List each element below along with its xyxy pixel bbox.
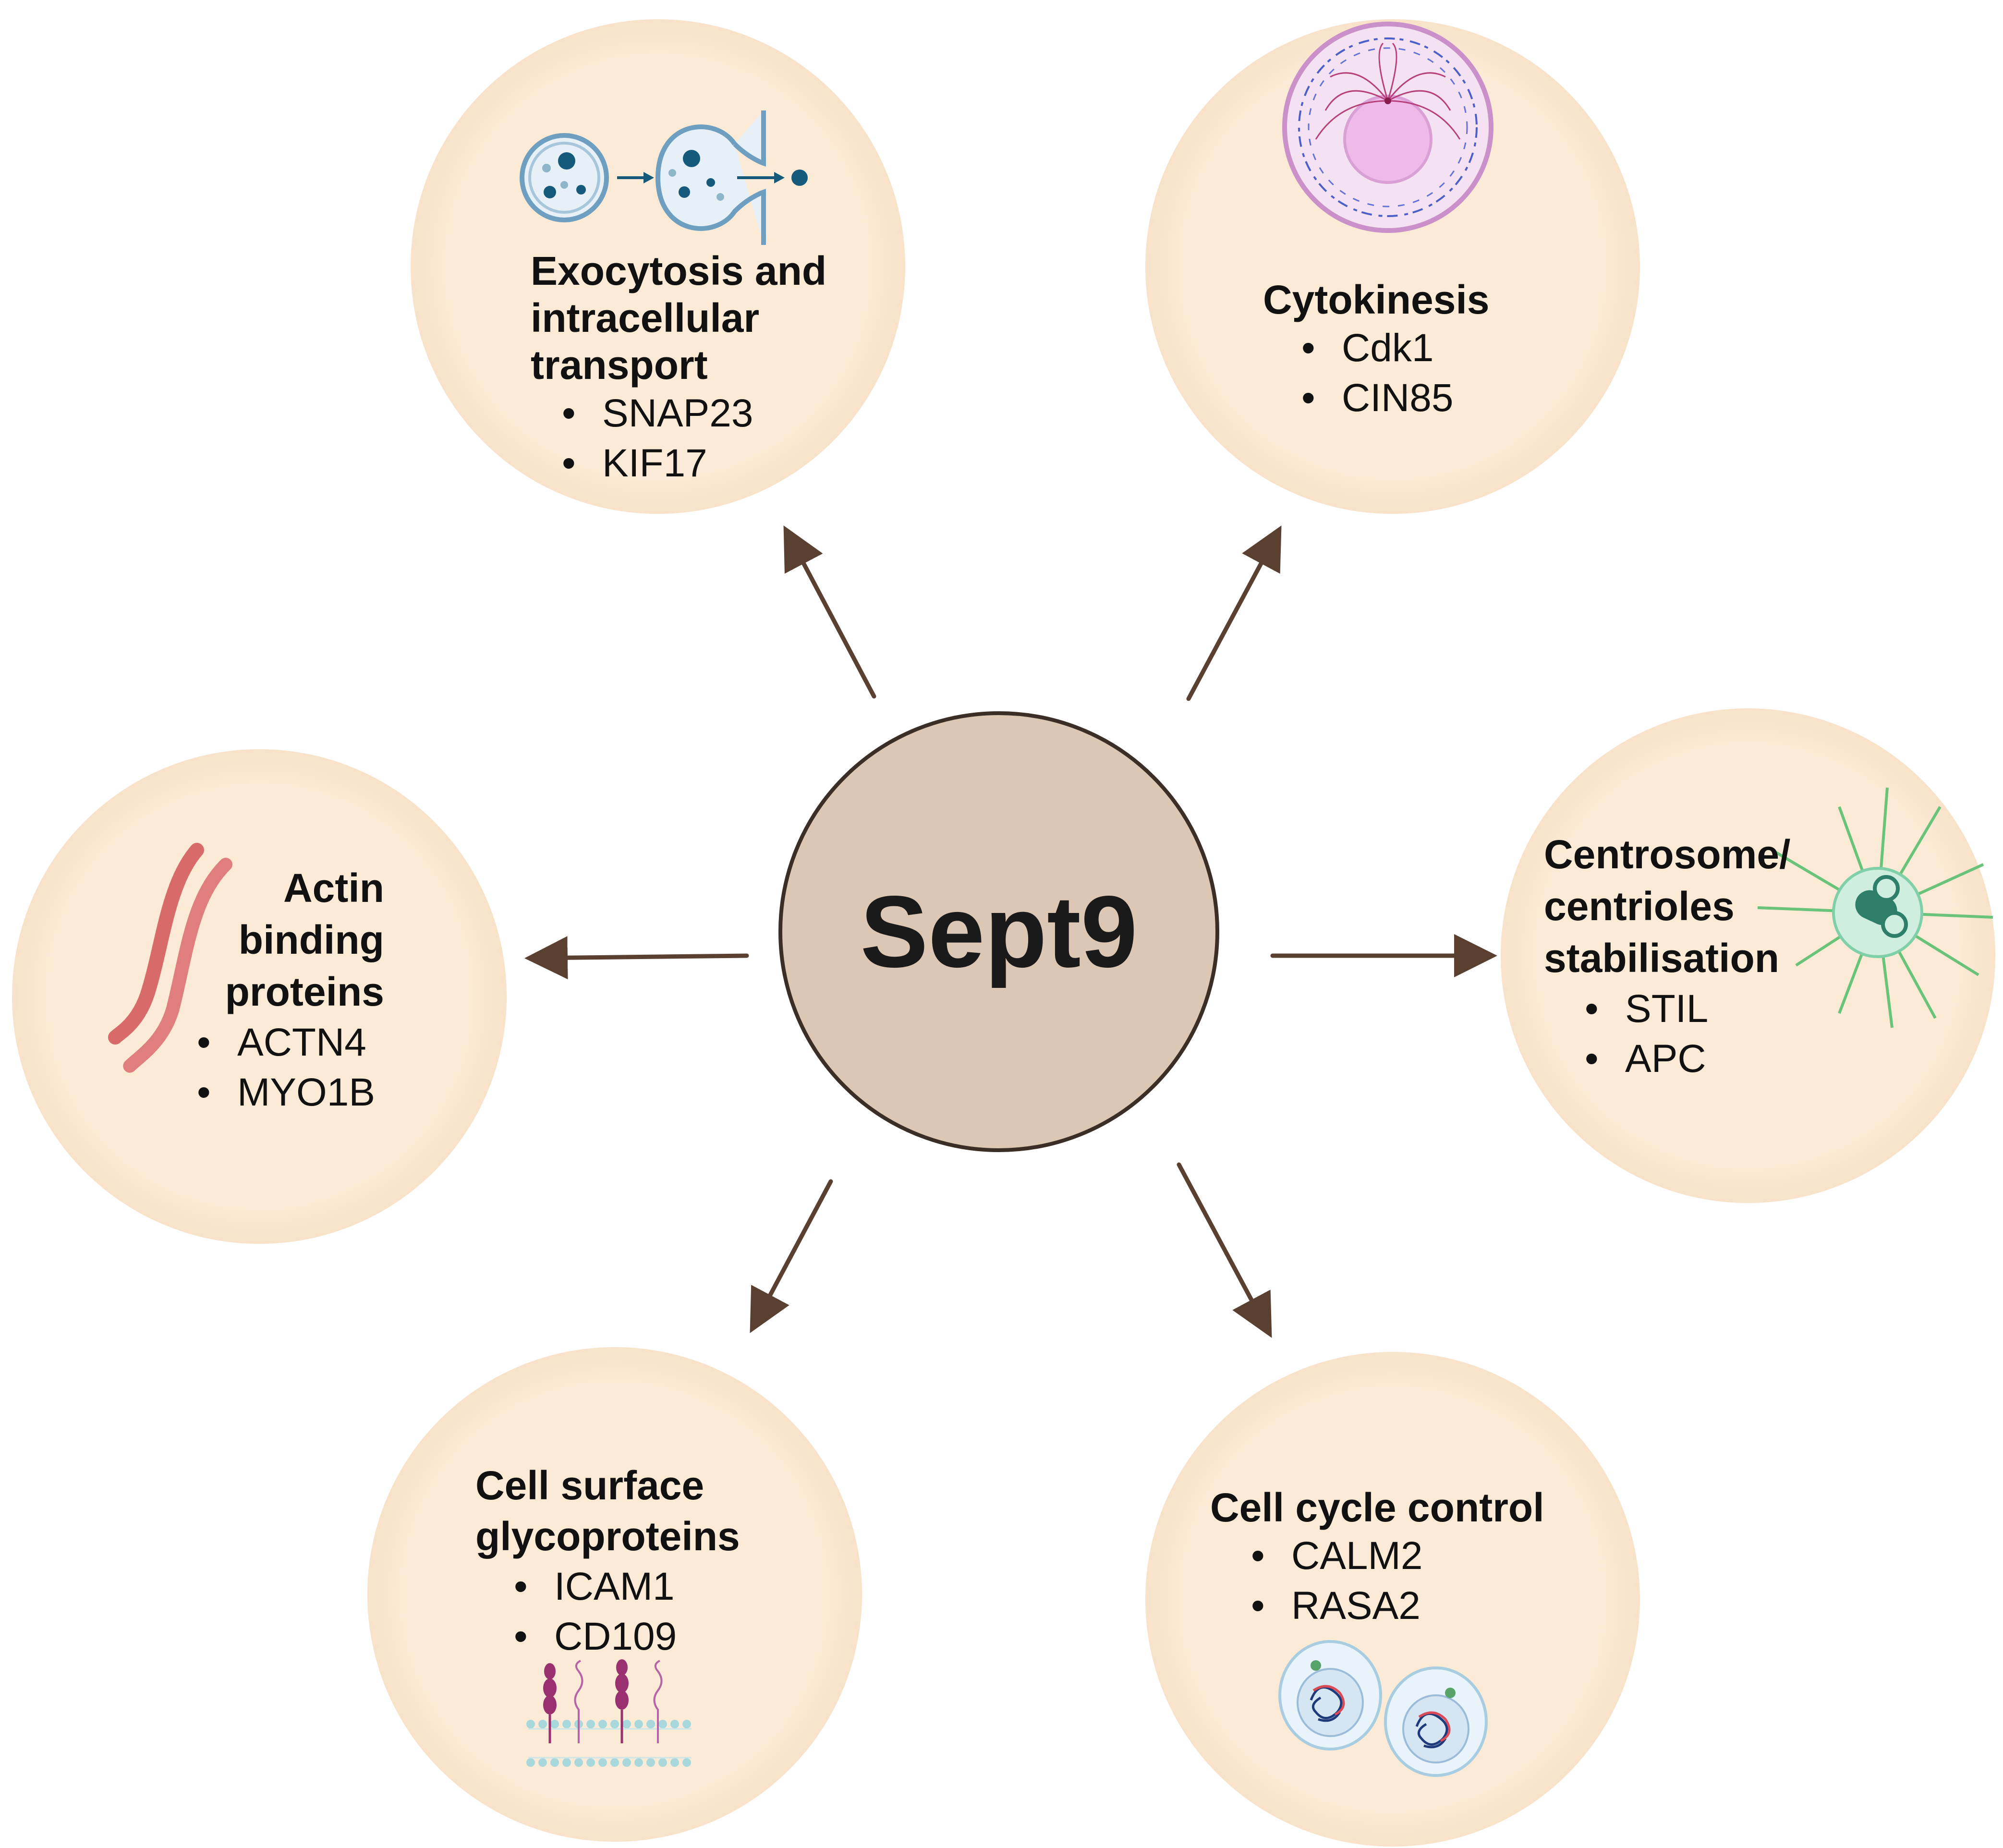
arrow-to-cytokinesis (1186, 525, 1282, 701)
list-item: Cdk1 (1301, 323, 1532, 373)
node-item-list: Cdk1 CIN85 (1301, 323, 1532, 423)
list-item: SNAP23 (562, 389, 828, 438)
center-label: Sept9 (860, 875, 1138, 988)
node-title-line: Actin (283, 865, 384, 911)
node-title-line: proteins (225, 969, 384, 1014)
node-title-line: glycoproteins (475, 1514, 740, 1559)
node-item-list: ACTN4 MYO1B (197, 1018, 384, 1118)
center-node (778, 711, 1219, 1152)
node-item-list: SNAP23 KIF17 (562, 389, 828, 488)
list-item: KIF17 (562, 438, 828, 488)
list-item: CALM2 (1251, 1531, 1585, 1581)
node-title-line: Exocytosis and (531, 248, 827, 293)
vesicle-fusion-icon (520, 110, 808, 245)
node-title-line: Centrosome/ (1544, 832, 1791, 877)
node-title-line: stabilisation (1544, 936, 1780, 981)
node-title-line: Cell cycle control (1210, 1485, 1544, 1530)
node-title-line: Cell surface (475, 1463, 704, 1508)
list-item: RASA2 (1251, 1581, 1585, 1631)
list-item: CD109 (514, 1612, 773, 1662)
arrow-to-actin (524, 936, 749, 980)
node-glycoproteins: Cell surface glycoproteins ICAM1 CD109 (475, 1460, 773, 1662)
node-title-line: centrioles (1544, 884, 1735, 929)
list-item: STIL (1585, 984, 1842, 1034)
node-title-line: transport (531, 342, 708, 388)
dividing-cell-icon (1282, 22, 1493, 233)
nucleus-cells-icon (1278, 1640, 1488, 1777)
node-cell-cycle: Cell cycle control CALM2 RASA2 (1210, 1484, 1585, 1631)
actin-filament-icon (108, 843, 232, 1073)
centrosome-icon (1757, 787, 1993, 1028)
arrow-to-exocytosis (783, 525, 876, 699)
node-title-line: Cytokinesis (1263, 277, 1490, 322)
node-title-line: intracellular (531, 295, 760, 340)
list-item: CIN85 (1301, 373, 1532, 423)
node-centrosome: Centrosome/ centrioles stabilisation STI… (1544, 828, 1842, 1084)
list-item: ACTN4 (197, 1018, 384, 1068)
node-item-list: CALM2 RASA2 (1251, 1531, 1585, 1631)
node-item-list: STIL APC (1585, 984, 1842, 1084)
node-exocytosis: Exocytosis and intracellular transport S… (531, 247, 828, 488)
node-title-line: binding (238, 917, 384, 962)
list-item: APC (1585, 1034, 1842, 1084)
membrane-glycoprotein-icon (526, 1659, 692, 1767)
arrow-to-cell-cycle (1177, 1162, 1272, 1338)
bubble-actin (12, 749, 507, 1244)
list-item: MYO1B (197, 1068, 384, 1118)
list-item: ICAM1 (514, 1562, 773, 1612)
node-item-list: ICAM1 CD109 (514, 1562, 773, 1662)
arrow-to-glycoproteins (750, 1179, 833, 1333)
node-actin: Actin binding proteins ACTN4 MYO1B (182, 862, 384, 1118)
node-cytokinesis: Cytokinesis Cdk1 CIN85 (1263, 276, 1532, 423)
